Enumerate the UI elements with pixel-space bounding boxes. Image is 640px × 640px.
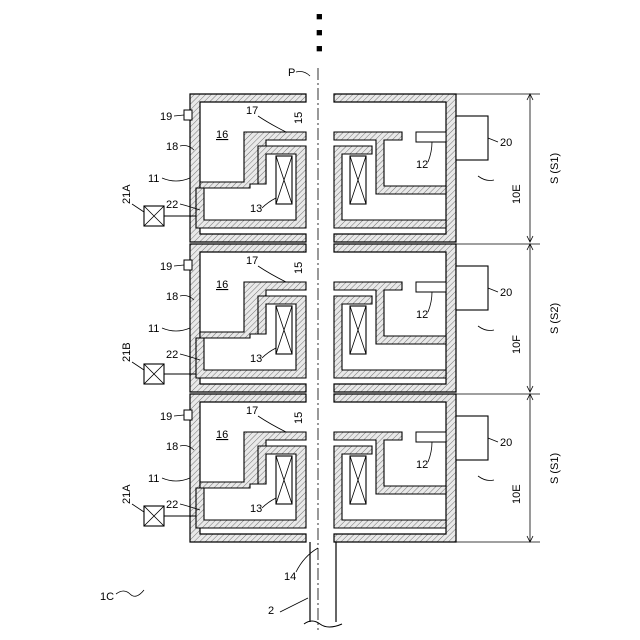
- label-13: 13: [250, 503, 262, 515]
- probe-12: [416, 282, 446, 292]
- leader-unit-id: [478, 326, 494, 331]
- label-18: 18: [166, 141, 178, 153]
- unit: 19 17 15 16 18 11 22 13 21B 12 20 10F S (S2): [121, 244, 561, 392]
- leader-source: [132, 504, 144, 512]
- label-12: 12: [416, 159, 428, 171]
- axis-leader: [296, 72, 310, 77]
- leader-17: [258, 116, 286, 132]
- label-18: 18: [166, 291, 178, 303]
- continuation-mark: ■: [316, 43, 323, 55]
- label-15: 15: [293, 262, 305, 274]
- sensor-box-20: [456, 266, 488, 310]
- label-16: 16: [216, 429, 228, 441]
- shaft-label: 2: [268, 605, 274, 617]
- leader-unit-id: [478, 176, 494, 181]
- leader-20: [488, 438, 498, 442]
- leader-11: [162, 328, 190, 331]
- label-unit-id: 10F: [511, 335, 523, 354]
- leader-20: [488, 288, 498, 292]
- sensor-tab-19: [184, 410, 192, 420]
- shaft-hole-leader: [296, 548, 318, 572]
- label-12: 12: [416, 459, 428, 471]
- sensor-tab-19: [184, 110, 192, 120]
- leader-12: [428, 292, 432, 312]
- label-source: 21A: [121, 184, 133, 204]
- sensor-tab-19: [184, 260, 192, 270]
- figure-label-leader: [116, 590, 144, 596]
- leader-19: [174, 115, 184, 116]
- figure-label: 1C: [100, 591, 114, 603]
- continuation-mark: ■: [316, 11, 323, 23]
- unit: 19 17 15 16 18 11 22 13 21A 12 20 10E S (S1): [121, 94, 561, 242]
- label-12: 12: [416, 309, 428, 321]
- label-unit-id: 10E: [511, 484, 523, 504]
- leader-11: [162, 178, 190, 181]
- label-13: 13: [250, 203, 262, 215]
- leader-19: [174, 265, 184, 266]
- shaft-leader: [280, 598, 308, 612]
- label-17: 17: [246, 255, 258, 267]
- label-16: 16: [216, 279, 228, 291]
- label-22: 22: [166, 499, 178, 511]
- label-11: 11: [148, 323, 159, 335]
- label-section: S (S2): [549, 303, 561, 334]
- label-19: 19: [160, 411, 172, 423]
- leader-unit-id: [478, 476, 494, 481]
- label-18: 18: [166, 441, 178, 453]
- label-11: 11: [148, 473, 159, 485]
- label-17: 17: [246, 405, 258, 417]
- continuation-mark: ■: [316, 27, 323, 39]
- leader-13: [262, 348, 276, 358]
- leader-12: [428, 442, 432, 462]
- leader-17: [258, 416, 286, 432]
- continuation-dots: ■ ■ ■: [316, 11, 323, 55]
- label-section: S (S1): [549, 153, 561, 184]
- sensor-box-20: [456, 116, 488, 160]
- unit: 19 17 15 16 18 11 22 13 21A 12 20 10E S (S1): [121, 394, 561, 542]
- probe-12: [416, 432, 446, 442]
- label-19: 19: [160, 261, 172, 273]
- label-source: 21B: [121, 342, 133, 362]
- leader-13: [262, 498, 276, 508]
- leader-19: [174, 415, 184, 416]
- label-16: 16: [216, 129, 228, 141]
- leader-13: [262, 198, 276, 208]
- label-13: 13: [250, 353, 262, 365]
- label-20: 20: [500, 137, 512, 149]
- label-15: 15: [293, 112, 305, 124]
- leader-11: [162, 478, 190, 481]
- leader-20: [488, 138, 498, 142]
- leader-source: [132, 362, 144, 370]
- probe-12: [416, 132, 446, 142]
- shaft: [304, 542, 342, 627]
- label-19: 19: [160, 111, 172, 123]
- label-20: 20: [500, 437, 512, 449]
- label-unit-id: 10E: [511, 184, 523, 204]
- label-20: 20: [500, 287, 512, 299]
- label-11: 11: [148, 173, 159, 185]
- label-15: 15: [293, 412, 305, 424]
- label-section: S (S1): [549, 453, 561, 484]
- label-22: 22: [166, 199, 178, 211]
- sensor-box-20: [456, 416, 488, 460]
- label-17: 17: [246, 105, 258, 117]
- axis-label: P: [288, 67, 295, 79]
- shaft-hole-label: 14: [284, 571, 296, 583]
- leader-17: [258, 266, 286, 282]
- label-source: 21A: [121, 484, 133, 504]
- leader-12: [428, 142, 432, 162]
- label-22: 22: [166, 349, 178, 361]
- leader-source: [132, 204, 144, 212]
